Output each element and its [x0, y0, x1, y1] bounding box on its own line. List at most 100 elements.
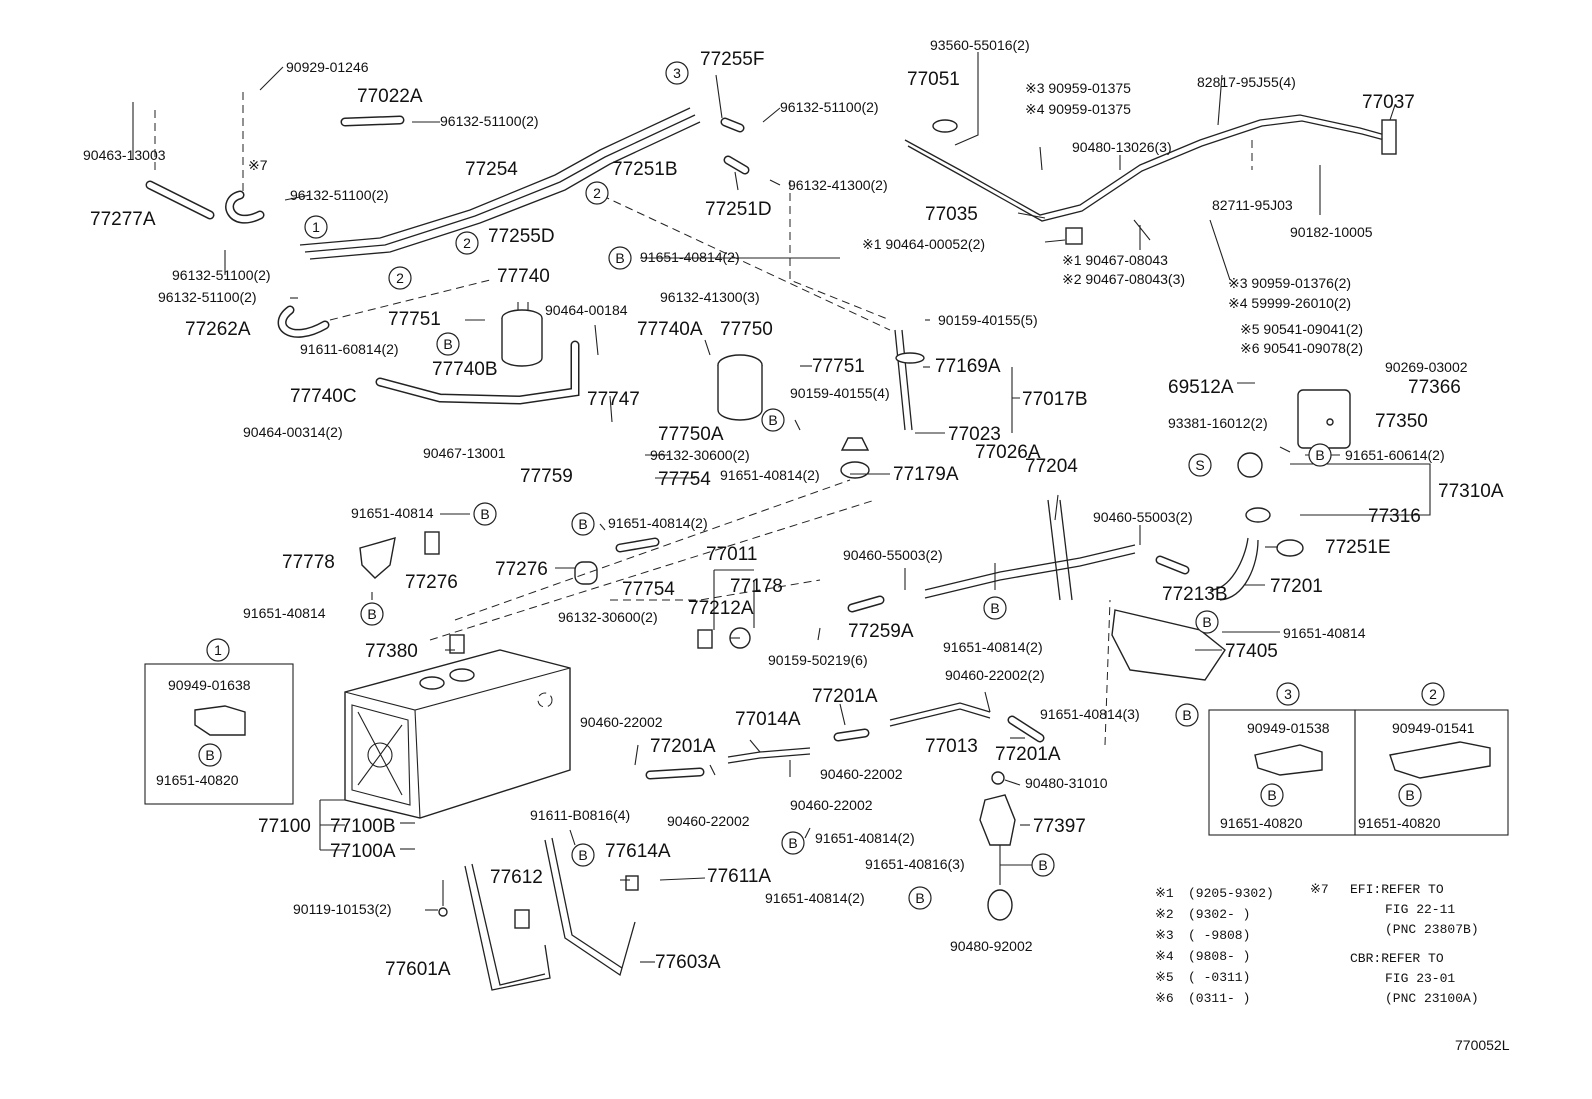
- footnote-mark: ※6: [1155, 991, 1174, 1006]
- part-label: 90464-00184: [545, 302, 628, 318]
- part-label: 77754: [622, 579, 675, 600]
- part-label: 91651-40814(2): [765, 890, 865, 906]
- part-label: ※5 90541-09041(2): [1240, 321, 1363, 337]
- part-label: 90119-10153(2): [293, 901, 392, 917]
- note-7-efi: EFI:REFER TO: [1350, 882, 1444, 897]
- part-label: ※2 90467-08043(3): [1062, 271, 1185, 287]
- svg-text:B: B: [768, 412, 777, 428]
- footnote-range: (9302- ): [1188, 907, 1250, 922]
- inset-key: 3: [1284, 686, 1292, 702]
- part-label: 91651-40814(2): [640, 249, 740, 265]
- part-label: 77201A: [650, 736, 716, 757]
- part-label: 77778: [282, 552, 335, 573]
- footnote-range: (0311- ): [1188, 991, 1250, 1006]
- callout-b: B: [983, 596, 1007, 620]
- part-label: 77750: [720, 319, 773, 340]
- part-label: 90460-55003(2): [843, 547, 943, 563]
- part-label: 77405: [1225, 641, 1278, 662]
- note-7-cbr: CBR:REFER TO: [1350, 951, 1444, 966]
- callout-b: B: [571, 843, 595, 867]
- part-label: 96132-30600(2): [650, 447, 750, 463]
- svg-text:B: B: [990, 600, 999, 616]
- part-label: ※1 90467-08043: [1062, 252, 1168, 268]
- part-label: 77310A: [1438, 481, 1504, 502]
- svg-text:B: B: [1038, 857, 1047, 873]
- part-label: 91651-40814(2): [815, 830, 915, 846]
- inset-bolt: 91651-40820: [1220, 815, 1303, 831]
- callout-b: B: [360, 602, 384, 626]
- diagram-code: 770052L: [1455, 1037, 1510, 1053]
- callout-b: B: [908, 886, 932, 910]
- part-label: 91651-40814(2): [608, 515, 708, 531]
- footnote-range: (9205-9302): [1188, 886, 1274, 901]
- part-label: 90480-13026(3): [1072, 139, 1172, 155]
- svg-text:B: B: [615, 250, 624, 266]
- callout-3: 3: [665, 61, 689, 85]
- part-label: 77316: [1368, 506, 1421, 527]
- part-label: 77178: [730, 576, 783, 597]
- part-label: 77026A: [975, 442, 1041, 463]
- part-label: 77366: [1408, 377, 1461, 398]
- part-label: 90463-13003: [83, 147, 166, 163]
- svg-text:B: B: [1405, 787, 1414, 803]
- part-label: 77179A: [893, 464, 959, 485]
- part-label: 96132-41300(2): [788, 177, 888, 193]
- part-label: 77169A: [935, 356, 1001, 377]
- part-label: 77276: [495, 559, 548, 580]
- svg-text:B: B: [1202, 614, 1211, 630]
- part-label: 77204: [1025, 456, 1078, 477]
- fuel-tank-drawing: [344, 634, 571, 819]
- part-label: 91611-B0816(4): [530, 807, 630, 823]
- svg-text:2: 2: [396, 270, 404, 286]
- part-label: 77259A: [848, 621, 914, 642]
- part-label: 77201: [1270, 576, 1323, 597]
- leader-lines: [132, 52, 1431, 963]
- part-label: 96132-30600(2): [558, 609, 658, 625]
- callout-2: 2: [388, 266, 412, 290]
- callout-b: B: [1031, 853, 1055, 877]
- footnote-range: (9808- ): [1188, 949, 1250, 964]
- part-label: 77023: [948, 424, 1001, 445]
- part-label: 93560-55016(2): [930, 37, 1030, 53]
- footnote-mark: ※4: [1155, 949, 1174, 964]
- part-label: 90269-03002: [1385, 359, 1468, 375]
- part-label: 77751: [812, 356, 865, 377]
- part-label: 91611-60814(2): [300, 341, 399, 357]
- part-label: 90464-00314(2): [243, 424, 343, 440]
- part-label: 90929-01246: [286, 59, 369, 75]
- inset-part: 90949-01638: [168, 677, 251, 693]
- part-label: 77035: [925, 204, 978, 225]
- part-label: 91651-40814(2): [943, 639, 1043, 655]
- footnotes: ※1 (9205-9302) ※2 (9302- ) ※3 ( -9808) ※…: [1155, 886, 1274, 1006]
- callout-b: B: [473, 502, 497, 526]
- part-label: 77212A: [688, 598, 754, 619]
- part-label: 77014A: [735, 709, 801, 730]
- part-label: 77750A: [658, 424, 724, 445]
- part-label: 96132-51100(2): [290, 187, 389, 203]
- part-label: 90480-31010: [1025, 775, 1108, 791]
- part-label: 77251B: [612, 159, 678, 180]
- part-label: 77022A: [357, 86, 423, 107]
- svg-text:B: B: [1267, 787, 1276, 803]
- part-label: 96132-51100(2): [780, 99, 879, 115]
- inset-part: 90949-01538: [1247, 720, 1330, 736]
- svg-text:S: S: [1195, 457, 1204, 473]
- svg-text:B: B: [788, 835, 797, 851]
- inset-key: 2: [1429, 686, 1437, 702]
- part-label: 77740C: [290, 386, 357, 407]
- svg-text:B: B: [915, 890, 924, 906]
- part-label: 77759: [520, 466, 573, 487]
- note-7-cbr-fig: FIG 23-01: [1385, 971, 1455, 986]
- note-7-efi-fig: FIG 22-11: [1385, 902, 1455, 917]
- part-label: 91651-40814: [1283, 625, 1366, 641]
- part-label: 90460-22002: [580, 714, 663, 730]
- inset-key: 1: [214, 642, 222, 658]
- footnote-mark: ※1: [1155, 886, 1174, 901]
- part-label: 90159-50219(6): [768, 652, 868, 668]
- inset-bolt: 91651-40820: [156, 772, 239, 788]
- part-label: 77740: [497, 266, 550, 287]
- callout-b: B: [781, 831, 805, 855]
- svg-text:3: 3: [673, 65, 681, 81]
- callout-b: B: [1195, 610, 1219, 634]
